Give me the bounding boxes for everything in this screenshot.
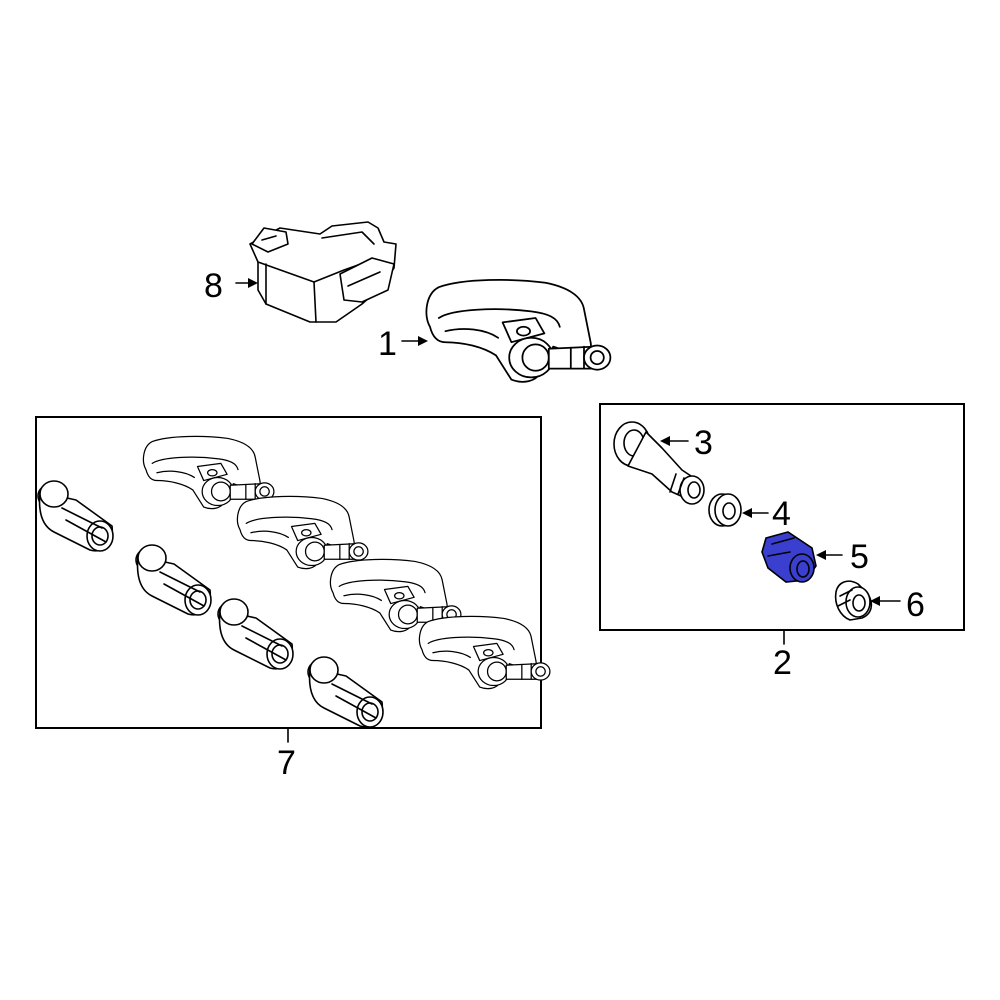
arrow-part-1 — [401, 336, 428, 346]
valve-stem-part-3 — [613, 421, 705, 505]
arrow-part-5 — [816, 550, 843, 560]
valve-cap-part-6 — [834, 580, 873, 621]
arrow-part-3 — [660, 436, 689, 446]
callout-1: 1 — [378, 325, 397, 363]
kit-box-7 — [35, 416, 542, 729]
callout-7: 7 — [277, 744, 296, 782]
callout-8: 8 — [204, 267, 223, 305]
kit-box-2 — [599, 403, 965, 631]
callout-6: 6 — [906, 586, 925, 624]
kit-valve-cap — [37, 480, 114, 552]
kit-valve-cap — [135, 544, 212, 616]
tpms-sensor-part-1 — [425, 279, 612, 383]
kit-valve-cap — [307, 656, 384, 728]
callout-3: 3 — [694, 424, 713, 462]
receiver-module-part-8 — [249, 221, 397, 323]
kit-sensor — [142, 435, 275, 510]
kit-valve-cap — [217, 598, 294, 670]
valve-nut-part-5-highlighted — [761, 531, 817, 583]
callout-5: 5 — [850, 538, 869, 576]
kit-sensor — [418, 615, 551, 690]
arrow-part-8 — [235, 278, 258, 288]
kit-sensor — [236, 495, 369, 570]
callout-2: 2 — [773, 644, 792, 682]
arrow-part-6 — [870, 596, 901, 606]
grommet-part-4 — [708, 493, 742, 527]
arrow-part-4 — [742, 508, 769, 518]
callout-4: 4 — [772, 495, 791, 533]
